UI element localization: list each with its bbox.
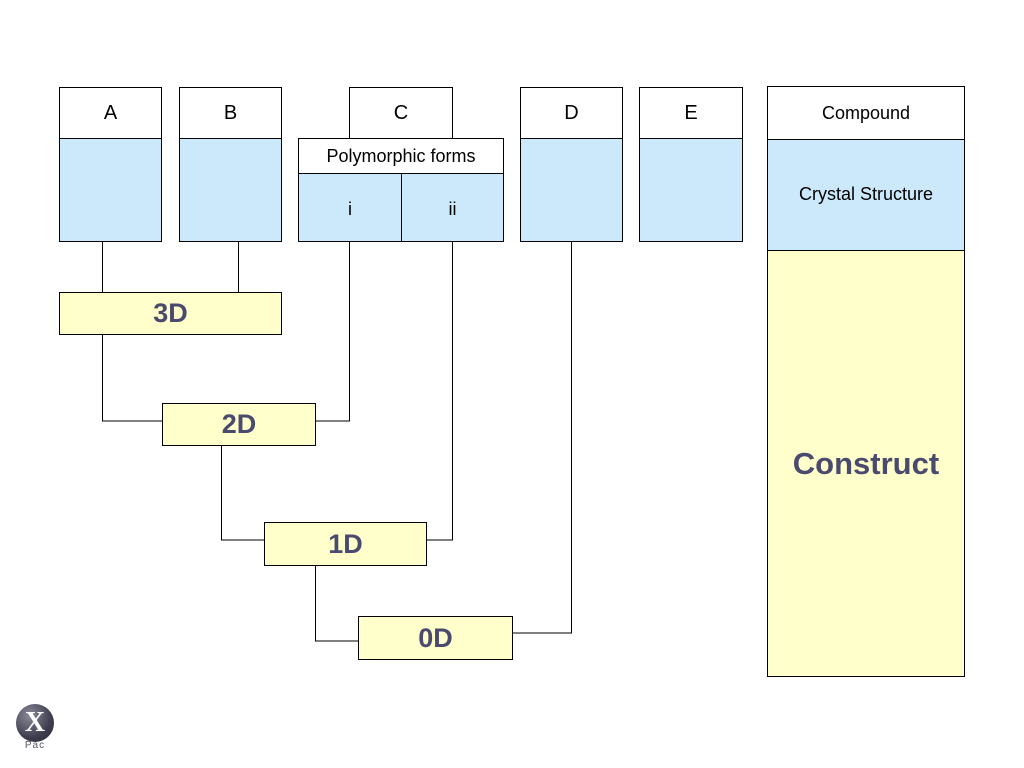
- polymorph-form-ii-label: ii: [448, 199, 457, 219]
- legend-compound: Compound: [767, 86, 965, 140]
- compound-c-label: C: [393, 101, 409, 124]
- connector-ci-2d: [316, 241, 350, 422]
- polymorph-form-i: i: [298, 173, 402, 242]
- legend-construct-label: Construct: [792, 445, 940, 481]
- xpac-logo-mark: X: [24, 707, 46, 738]
- connector-cii-1d: [426, 241, 453, 541]
- compound-e-label: E: [684, 101, 698, 124]
- dimension-1d: 1D: [264, 522, 427, 566]
- polymorph-form-ii: ii: [401, 173, 504, 242]
- compound-a-structure: [59, 138, 162, 242]
- compound-b-structure: [179, 138, 282, 242]
- connector-3d-2d: [102, 334, 162, 422]
- xpac-logo-icon: X: [16, 704, 54, 742]
- xpac-logo: X Pac: [14, 704, 56, 752]
- legend-crystal-structure-label: Crystal Structure: [798, 184, 934, 204]
- compound-b-label: B: [223, 101, 238, 124]
- connector-d-0d: [512, 241, 572, 634]
- compound-a-label: A: [103, 101, 118, 124]
- legend-crystal-structure: Crystal Structure: [767, 139, 965, 251]
- compound-e-header: E: [639, 87, 743, 139]
- dimension-3d-label: 3D: [153, 298, 188, 328]
- compound-c-header: C: [349, 87, 453, 139]
- dimension-2d-label: 2D: [221, 409, 257, 439]
- xpac-logo-text: Pac: [24, 740, 46, 751]
- polymorph-form-i-label: i: [348, 199, 352, 219]
- dimension-0d-label: 0D: [418, 622, 453, 653]
- compound-d-header: D: [520, 87, 623, 139]
- connector-1d-0d: [315, 565, 358, 642]
- dimension-0d: 0D: [358, 616, 513, 660]
- compound-a-header: A: [59, 87, 162, 139]
- compound-b-header: B: [179, 87, 282, 139]
- dimension-1d-label: 1D: [328, 528, 363, 559]
- polymorphic-forms-label: Polymorphic forms: [326, 145, 476, 166]
- connector-2d-1d: [221, 445, 264, 541]
- legend-construct: Construct: [767, 250, 965, 677]
- polymorphic-forms-header: Polymorphic forms: [298, 138, 504, 174]
- compound-d-label: D: [564, 101, 579, 124]
- compound-d-structure: [520, 138, 623, 242]
- dimension-3d: 3D: [59, 292, 282, 335]
- compound-e-structure: [639, 138, 743, 242]
- legend-compound-label: Compound: [821, 102, 911, 123]
- dimension-2d: 2D: [162, 403, 316, 446]
